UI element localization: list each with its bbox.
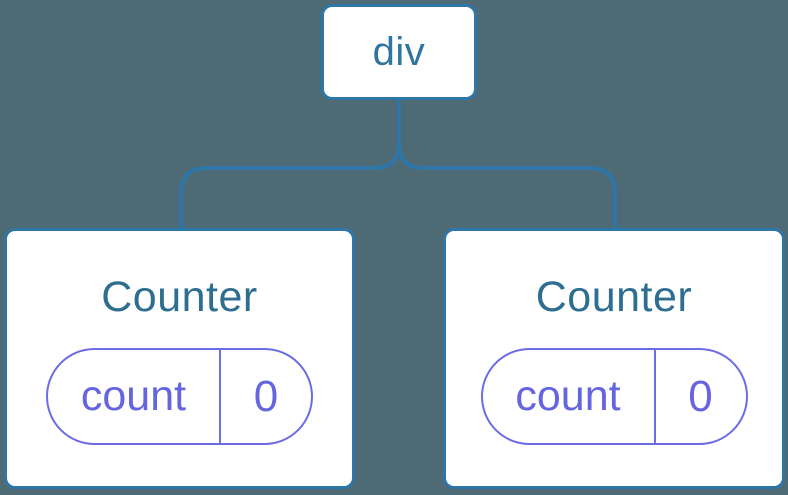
root-node-label: div [372,29,426,74]
state-key: count [80,372,187,420]
state-pill: count 0 [46,348,313,445]
state-value: 0 [653,350,746,443]
state-key: count [515,372,621,420]
counter-title: Counter [535,273,693,321]
counter-node-right: Counter count 0 [443,228,785,489]
root-node-div: div [321,4,477,100]
connector-left-branch [179,99,401,231]
state-pill: count 0 [480,348,748,445]
connector-right-branch [397,99,617,231]
counter-title: Counter [101,273,258,321]
state-value: 0 [219,350,311,443]
counter-node-left: Counter count 0 [4,228,355,489]
